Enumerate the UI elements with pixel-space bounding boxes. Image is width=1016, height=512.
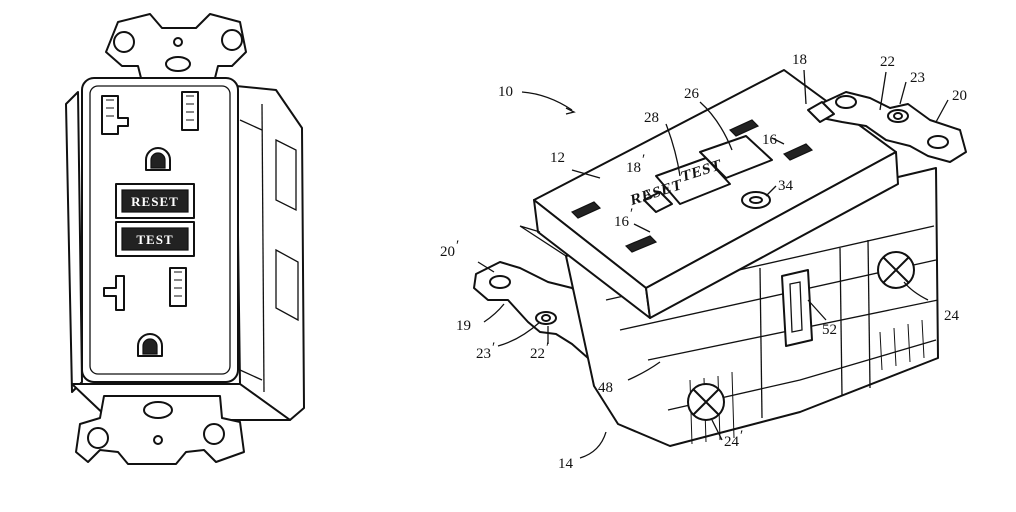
callout-18-mid: 18 (626, 160, 641, 176)
svg-text:′: ′ (740, 428, 743, 444)
svg-text:′: ′ (492, 340, 495, 356)
bottom-mounting-strap (75, 395, 245, 465)
lower-outlet (103, 267, 187, 357)
prime-marks: ′ ′ ′ ′ ′ ′ (456, 152, 743, 444)
callout-24-front: 24 (724, 434, 740, 450)
receptacle-side-body (235, 85, 305, 421)
callout-10: 10 (498, 84, 513, 100)
callout-28: 28 (644, 110, 659, 126)
callout-16-bottom: 16 (614, 214, 630, 230)
callout-22-left: 22 (530, 346, 545, 362)
perspective-view-receptacle: RESET TEST (440, 52, 967, 472)
right-mounting-ear (819, 91, 967, 163)
callout-20-right: 20 (952, 88, 967, 104)
callout-24-side: 24 (944, 308, 960, 324)
svg-text:′: ′ (642, 152, 645, 168)
svg-text:′: ′ (456, 238, 459, 254)
callout-23-right: 23 (910, 70, 925, 86)
front-view-receptacle: RESET TEST (65, 13, 305, 465)
svg-text:′: ′ (630, 206, 633, 222)
callout-23-left: 23 (476, 346, 491, 362)
callout-14: 14 (558, 456, 574, 472)
callout-16-top: 16 (762, 132, 778, 148)
callout-22-right: 22 (880, 54, 895, 70)
top-mounting-strap (105, 13, 247, 83)
leader-lines (477, 69, 949, 459)
callout-34: 34 (778, 178, 794, 194)
callout-52: 52 (822, 322, 837, 338)
callout-18-top: 18 (792, 52, 807, 68)
terminal-screw-side (877, 251, 915, 289)
indicator-light (741, 191, 771, 209)
callout-48: 48 (598, 380, 613, 396)
svg-text:′: ′ (546, 340, 549, 356)
callout-26: 26 (684, 86, 700, 102)
upper-outlet (101, 91, 199, 171)
terminal-screw-front (687, 383, 725, 421)
callout-20-left: 20 (440, 244, 455, 260)
callout-19: 19 (456, 318, 471, 334)
test-button-label: TEST (136, 232, 173, 247)
test-button[interactable]: TEST (115, 221, 195, 257)
reset-button[interactable]: RESET (115, 183, 195, 219)
callout-12: 12 (550, 150, 565, 166)
callout-labels: 10 12 14 16 16 18 18 19 20 20 22 22 23 2… (440, 52, 967, 472)
reset-button-label: RESET (131, 194, 179, 209)
